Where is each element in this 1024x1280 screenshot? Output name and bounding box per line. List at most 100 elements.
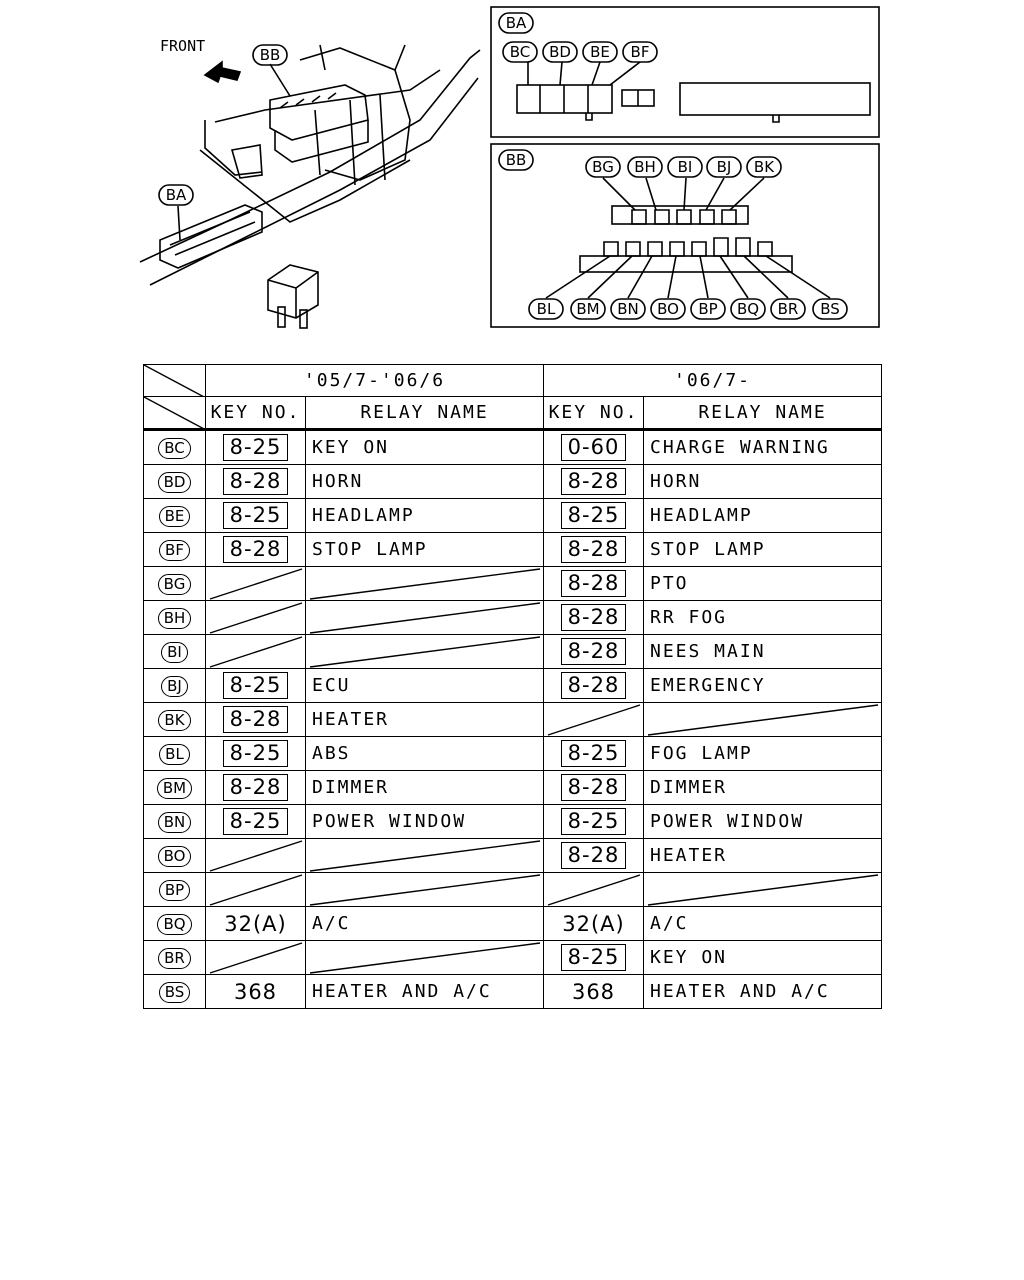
key-no: 8-28 — [560, 842, 627, 869]
connector-bn-label: BN — [617, 300, 639, 318]
key-no: 0-60 — [560, 434, 627, 461]
connector-br-oval — [770, 298, 806, 320]
connector-bq-label: BQ — [737, 300, 759, 318]
relay-name-cell — [305, 838, 544, 873]
key-no-cell: 8-28 — [205, 532, 306, 567]
connector-bm-label: BM — [576, 300, 599, 318]
key-no: 8-28 — [560, 468, 627, 495]
connector-be-oval — [582, 41, 618, 63]
relay-name-cell — [643, 702, 882, 737]
relay-name-header: RELAY NAME — [305, 396, 544, 431]
relay-name-cell: A/C — [305, 906, 544, 941]
connector-bd-label: BD — [549, 43, 571, 61]
connector-bk-label: BK — [754, 158, 775, 176]
connector-cell: BD — [143, 464, 206, 499]
box-ba-title-label: BA — [506, 14, 527, 32]
key-no-cell — [205, 634, 306, 669]
empty-slash — [209, 840, 303, 872]
key-no-cell: 8-28 — [543, 566, 644, 601]
connector-id: BR — [158, 947, 191, 969]
relay-name-cell: NEES MAIN — [643, 634, 882, 669]
relay-name-cell — [305, 634, 544, 669]
key-no-cell — [543, 872, 644, 907]
key-no: 8-25 — [222, 502, 289, 529]
relay-name-cell: KEY ON — [305, 429, 544, 465]
relay-name-cell: STOP LAMP — [305, 532, 544, 567]
connector-bi-oval — [667, 156, 703, 178]
empty-slash — [209, 874, 303, 906]
relay-name-cell: CHARGE WARNING — [643, 429, 882, 465]
relay-name-cell — [305, 566, 544, 601]
key-no-cell — [543, 702, 644, 737]
key-no-cell — [205, 600, 306, 635]
empty-slash — [309, 840, 541, 872]
connector-id: BO — [157, 845, 192, 867]
relay-name-cell: HEADLAMP — [305, 498, 544, 533]
empty-slash — [209, 942, 303, 974]
connector-bn-oval — [610, 298, 646, 320]
connector-id: BG — [157, 573, 192, 595]
corner-cell — [143, 364, 206, 397]
connector-bg-oval — [585, 156, 621, 178]
key-no: 8-28 — [560, 604, 627, 631]
relay-name-cell: HEATER AND A/C — [643, 974, 882, 1009]
empty-slash — [309, 636, 541, 668]
connector-bh-label: BH — [634, 158, 656, 176]
connector-cell: BP — [143, 872, 206, 907]
connector-bc-label: BC — [510, 43, 531, 61]
connector-br-label: BR — [778, 300, 799, 318]
connector-id: BS — [158, 981, 191, 1003]
connector-cell: BQ — [143, 906, 206, 941]
connector-cell: BG — [143, 566, 206, 601]
key-no: 8-25 — [222, 672, 289, 699]
connector-id: BD — [157, 471, 192, 493]
connector-id: BF — [159, 539, 190, 561]
connector-cell: BI — [143, 634, 206, 669]
connector-id: BM — [156, 777, 193, 799]
connector-be-label: BE — [590, 43, 610, 61]
key-no-cell: 8-25 — [543, 804, 644, 839]
key-no-cell: 8-28 — [205, 464, 306, 499]
callout-ba-oval — [158, 184, 194, 206]
key-no-cell: 32(A) — [543, 906, 644, 941]
key-no: 8-28 — [222, 536, 289, 563]
connector-bk-oval — [746, 156, 782, 178]
empty-slash — [309, 568, 541, 600]
relay-name-cell: DIMMER — [643, 770, 882, 805]
empty-slash — [547, 704, 641, 736]
key-no-cell: 368 — [205, 974, 306, 1009]
box-ba-title-oval — [498, 12, 534, 34]
empty-slash — [209, 568, 303, 600]
key-no-cell: 8-25 — [205, 804, 306, 839]
key-no-cell: 8-25 — [205, 429, 306, 465]
key-no-header: KEY NO. — [205, 396, 306, 431]
key-no-cell: 8-25 — [205, 498, 306, 533]
connector-bj-label: BJ — [717, 158, 732, 176]
key-no: 8-25 — [222, 434, 289, 461]
relay-name-cell: HEATER — [305, 702, 544, 737]
connector-id: BK — [158, 709, 191, 731]
empty-slash — [309, 602, 541, 634]
connector-bp-oval — [690, 298, 726, 320]
connector-bo-label: BO — [657, 300, 679, 318]
connector-cell: BS — [143, 974, 206, 1009]
relay-name-cell: POWER WINDOW — [305, 804, 544, 839]
front-label: FRONT — [160, 37, 205, 55]
empty-slash — [647, 874, 879, 906]
key-no-header: KEY NO. — [543, 396, 644, 431]
key-no-cell: 8-28 — [543, 838, 644, 873]
period-1-header: '05/7-'06/6 — [205, 364, 544, 397]
relay-name-cell — [305, 600, 544, 635]
relay-name-cell: HORN — [305, 464, 544, 499]
connector-bq-oval — [730, 298, 766, 320]
relay-name-cell: POWER WINDOW — [643, 804, 882, 839]
